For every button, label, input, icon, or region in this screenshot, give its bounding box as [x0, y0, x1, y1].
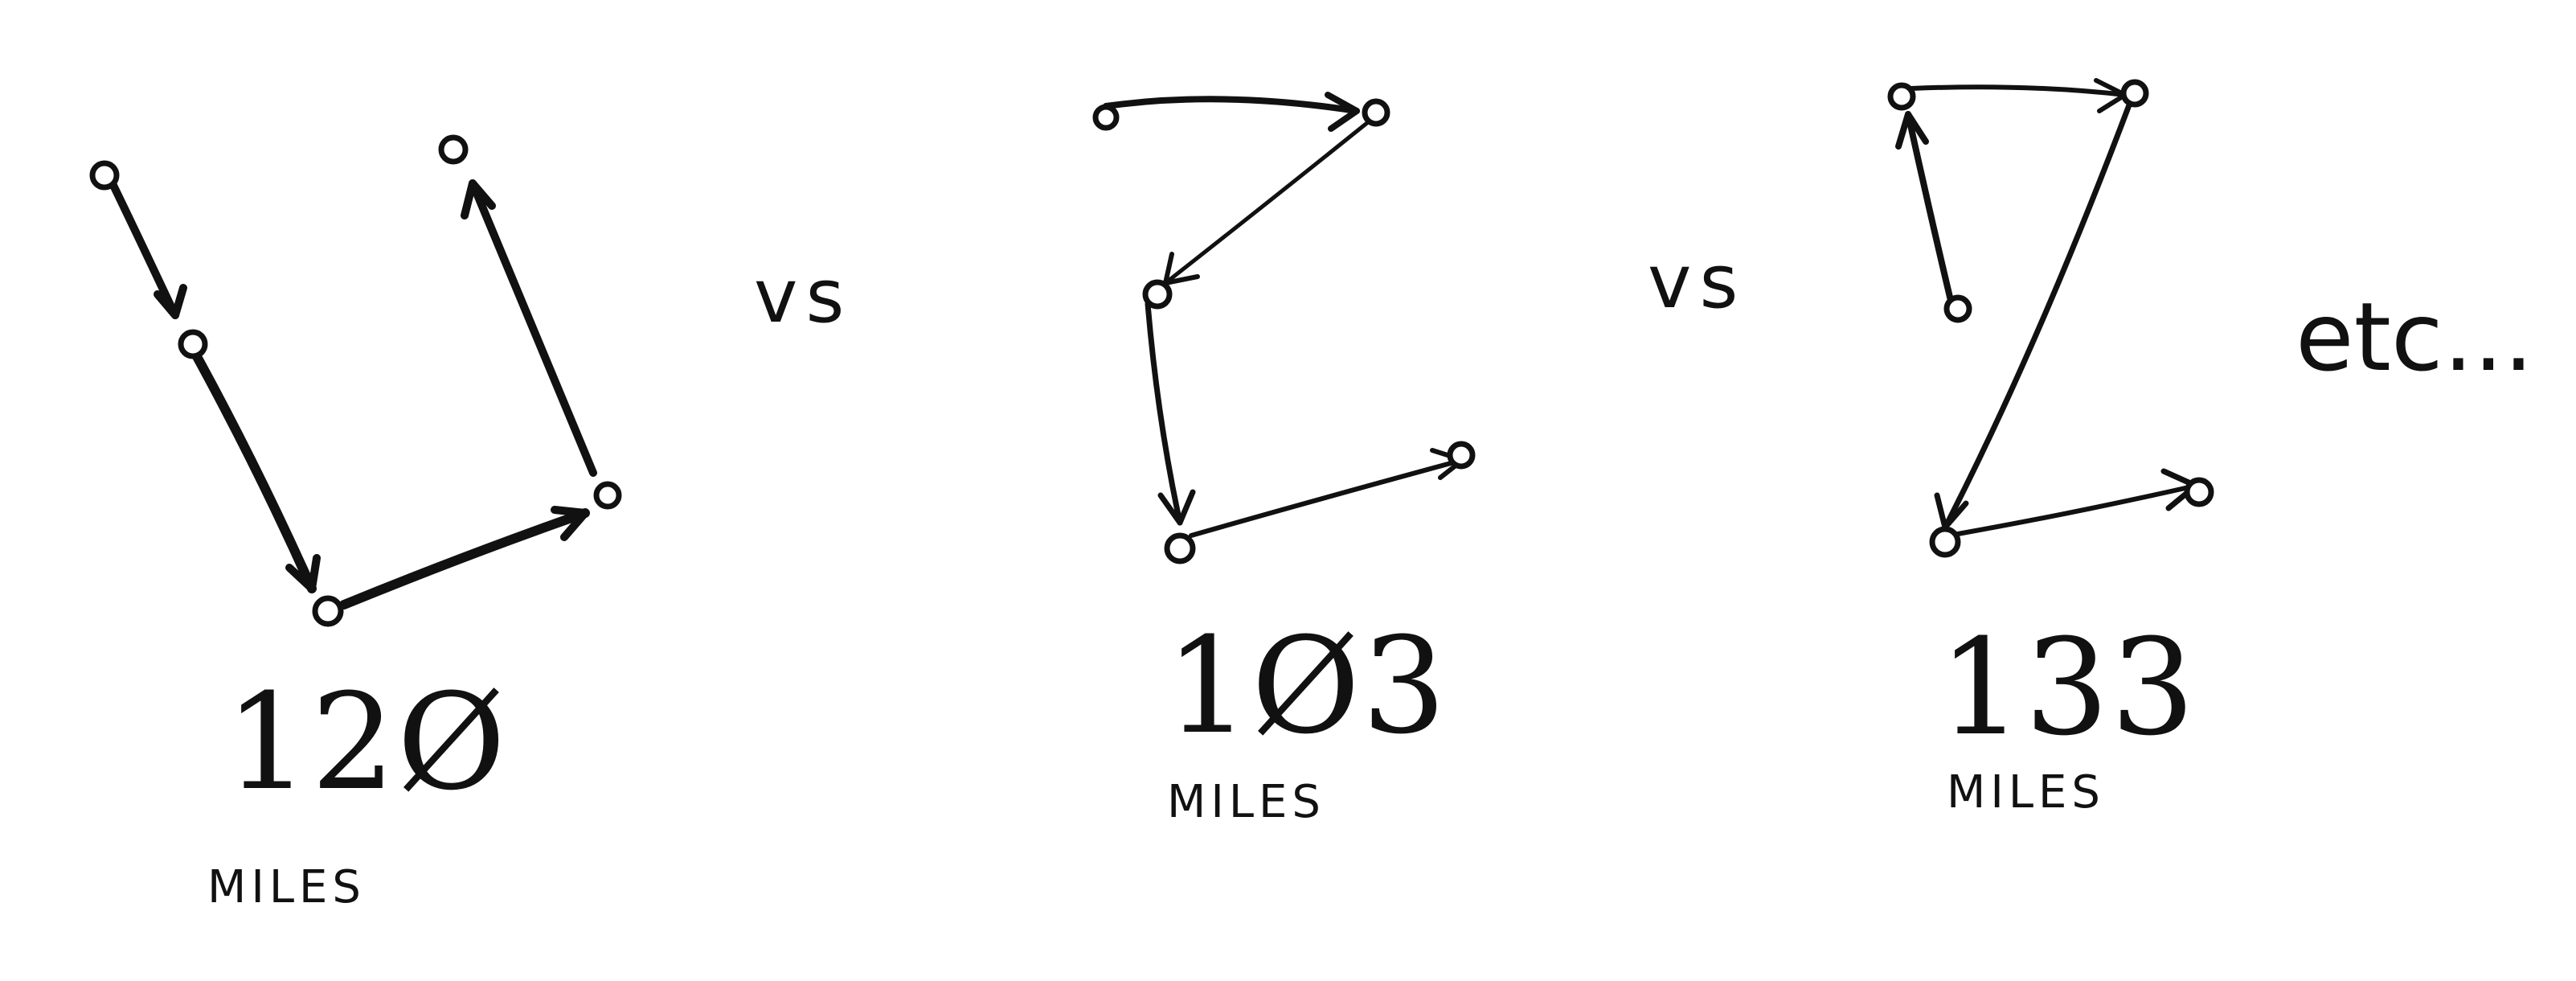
route-a-node-3 [312, 595, 344, 627]
route-c-arrowhead-1 [1895, 111, 1929, 150]
route-a-diagram [89, 134, 622, 627]
route-b-node-5 [1447, 441, 1476, 470]
route-c-distance: 133 [1939, 610, 2197, 765]
route-c-node-2 [1887, 82, 1916, 111]
route-c-edge-4 [1956, 483, 2198, 536]
separator-vs-2: vs [1648, 239, 1746, 325]
route-a-edge-3 [339, 508, 590, 610]
route-a-arrowhead-1 [154, 284, 187, 319]
route-b-edge-3 [1145, 301, 1183, 526]
route-c-unit: MILES [1947, 766, 2105, 819]
route-a-arrowhead-2 [285, 554, 321, 593]
route-b-node-1 [1092, 104, 1120, 131]
route-b-edge-1 [1103, 96, 1360, 114]
route-b-edge-2 [1163, 120, 1370, 285]
separator-vs-1: vs [754, 253, 852, 339]
route-c-edge-3 [1942, 100, 2133, 531]
route-b-node-3 [1142, 279, 1173, 310]
route-b-unit: MILES [1167, 776, 1325, 828]
route-a-edge-1 [104, 171, 179, 319]
route-b-arrowhead-1 [1325, 92, 1360, 132]
route-b-node-2 [1362, 98, 1390, 127]
route-c-node-3 [2120, 79, 2149, 108]
route-a-arrowhead-4 [461, 179, 496, 220]
route-a-node-5 [438, 134, 469, 165]
route-a-arrowhead-3 [551, 506, 589, 541]
route-b-arrowhead-3 [1157, 489, 1196, 526]
route-a-unit: MILES [207, 861, 366, 913]
route-c-node-5 [2184, 477, 2214, 507]
route-a-node-1 [89, 160, 120, 191]
route-c-node-1 [1943, 294, 1972, 323]
route-c-edge-2 [1909, 84, 2128, 97]
route-c-edge-1 [1905, 111, 1955, 307]
route-a-edge-2 [190, 347, 317, 593]
route-a-distance: 12Ø [225, 665, 507, 819]
route-b-distance: 1Ø3 [1165, 609, 1448, 763]
route-c-node-4 [1929, 526, 1961, 558]
route-c-diagram [1887, 78, 2214, 558]
route-a-edge-4 [469, 179, 597, 477]
route-b-diagram [1092, 92, 1476, 564]
route-a-node-2 [178, 329, 208, 359]
route-b-node-4 [1164, 532, 1196, 564]
route-a-node-4 [593, 481, 622, 510]
route-b-edge-4 [1189, 458, 1465, 538]
etc-label: etc... [2295, 281, 2533, 392]
